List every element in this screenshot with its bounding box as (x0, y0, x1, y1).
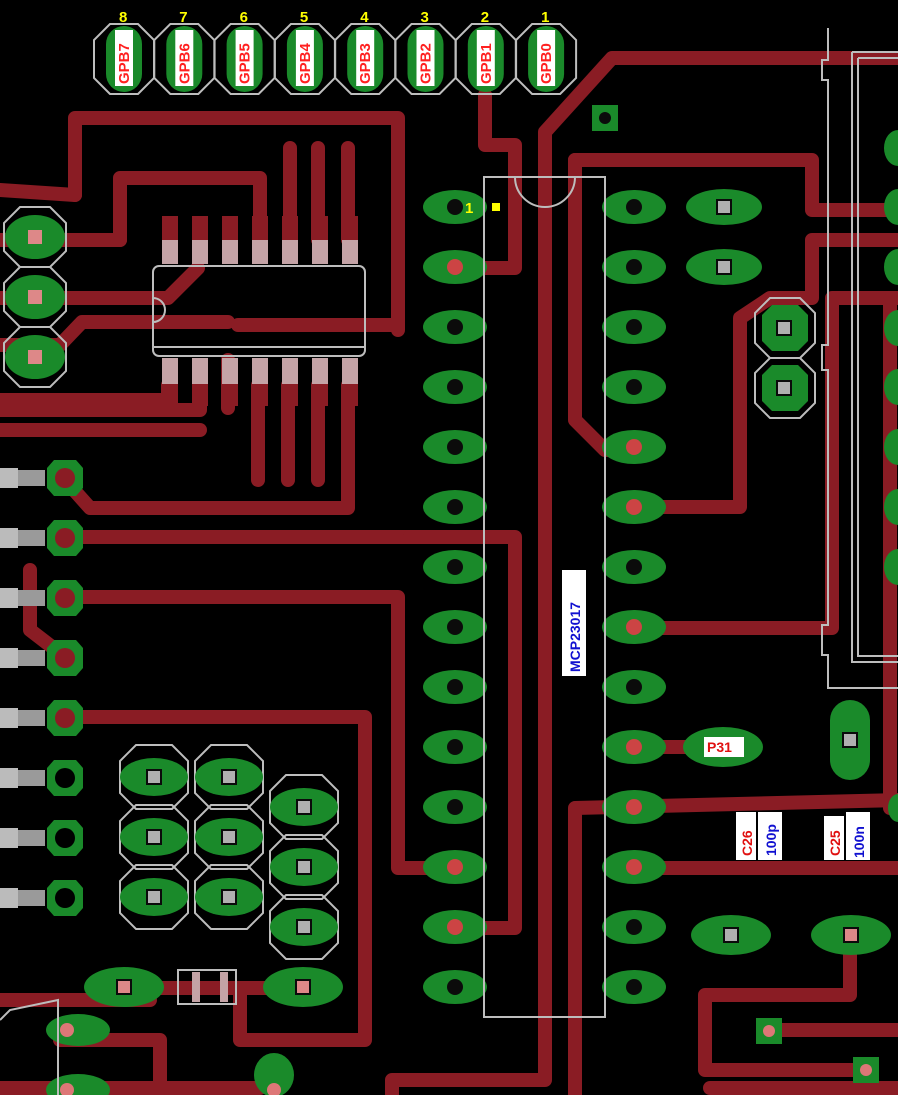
header-pin-label: GPB6 (176, 43, 193, 84)
dip-pad-left (423, 430, 487, 464)
dip-pad-right (602, 250, 666, 284)
dip-pad-left (423, 550, 487, 584)
left-header-pin (0, 580, 83, 616)
left-header-pin (0, 820, 83, 856)
smd-ic-footprint (152, 216, 366, 406)
header-pin-number: 7 (179, 9, 187, 26)
c25-label-bg (824, 816, 844, 860)
octagon-pad (194, 864, 264, 930)
c26-ref: C26 (739, 830, 755, 856)
dip-pad-left (423, 370, 487, 404)
dip-pad-right (602, 670, 666, 704)
c25-value: 100n (851, 826, 867, 858)
header-pin-label: GPB3 (357, 43, 374, 84)
left-header-pin (0, 640, 83, 676)
dip-pad-left (423, 250, 487, 284)
dip-pad-left (423, 790, 487, 824)
p31-label: P31 (707, 739, 732, 755)
component-labels: P31 C26 100p C25 100n (683, 727, 870, 860)
c25-value-bg (846, 812, 870, 860)
header-pin-label: GPB2 (418, 43, 435, 84)
dip-pad-right (602, 310, 666, 344)
header-pin-label: GPB5 (237, 43, 254, 84)
ic-name: MCP23017 (567, 602, 583, 672)
left-header-pin (0, 520, 83, 556)
c26-value: 100p (763, 824, 779, 856)
dip-pad-right (602, 190, 666, 224)
header-pin-number: 4 (360, 9, 369, 26)
pin1-label: 1 (465, 200, 473, 217)
left-header-pin (0, 700, 83, 736)
header-pin-number: 6 (240, 9, 248, 26)
header-pin-number: 2 (481, 9, 489, 26)
octagon-pad-grid (119, 744, 339, 960)
header-pin-label: GPB0 (538, 43, 555, 84)
octagon-pad (269, 894, 339, 960)
dip-pad-right (602, 730, 666, 764)
dip-pad-right (602, 850, 666, 884)
left-octagon-pad (3, 326, 67, 388)
dip-pad-right (602, 430, 666, 464)
dip-28-socket: 1 MCP23017 (423, 176, 666, 1018)
header-pin-label: GPB1 (478, 43, 495, 84)
octagon-pad-pair (754, 297, 816, 419)
pin1-marker-dot (492, 203, 500, 211)
dip-pad-left (423, 490, 487, 524)
octagon-pad (194, 804, 264, 870)
c26-value-bg (758, 812, 782, 860)
left-octagon-pad (3, 266, 67, 328)
c25-ref: C25 (827, 830, 843, 856)
misc-pads (0, 28, 898, 1095)
dip-pad-left (423, 850, 487, 884)
octagon-pad (269, 774, 339, 840)
p31-label-bg (704, 737, 744, 757)
octagon-pad (119, 804, 189, 870)
header-pin-number: 5 (300, 9, 308, 26)
dip-pad-left (423, 970, 487, 1004)
dip-pad-right (602, 370, 666, 404)
dip-pad-left (423, 730, 487, 764)
dip-pad-left (423, 310, 487, 344)
header-pin-number: 8 (119, 9, 127, 26)
octagon-pad (119, 744, 189, 810)
header-pin-label: GPB4 (297, 42, 314, 84)
dip-pad-right (602, 970, 666, 1004)
left-octagon-pad (3, 206, 67, 268)
dip-pad-right (602, 490, 666, 524)
ic-name-bg (562, 570, 586, 676)
header-pin-number: 1 (541, 9, 549, 26)
dip-pad-right (602, 790, 666, 824)
header-pin-number: 3 (421, 9, 429, 26)
dip-pad-left (423, 910, 487, 944)
dip-pad-right (602, 550, 666, 584)
octagon-pad (269, 834, 339, 900)
left-header-pin (0, 760, 83, 796)
octagon-pad (194, 744, 264, 810)
dip-pad-left (423, 610, 487, 644)
left-header-pin (0, 880, 83, 916)
dip-pad-right (602, 910, 666, 944)
dip-pad-right (602, 610, 666, 644)
octagon-pad (119, 864, 189, 930)
left-connector-pads (0, 206, 83, 916)
left-header-pin (0, 460, 83, 496)
dip-pad-left (423, 190, 487, 224)
c26-label-bg (736, 812, 756, 860)
dip-pad-left (423, 670, 487, 704)
header-pin-label: GPB7 (116, 43, 133, 84)
